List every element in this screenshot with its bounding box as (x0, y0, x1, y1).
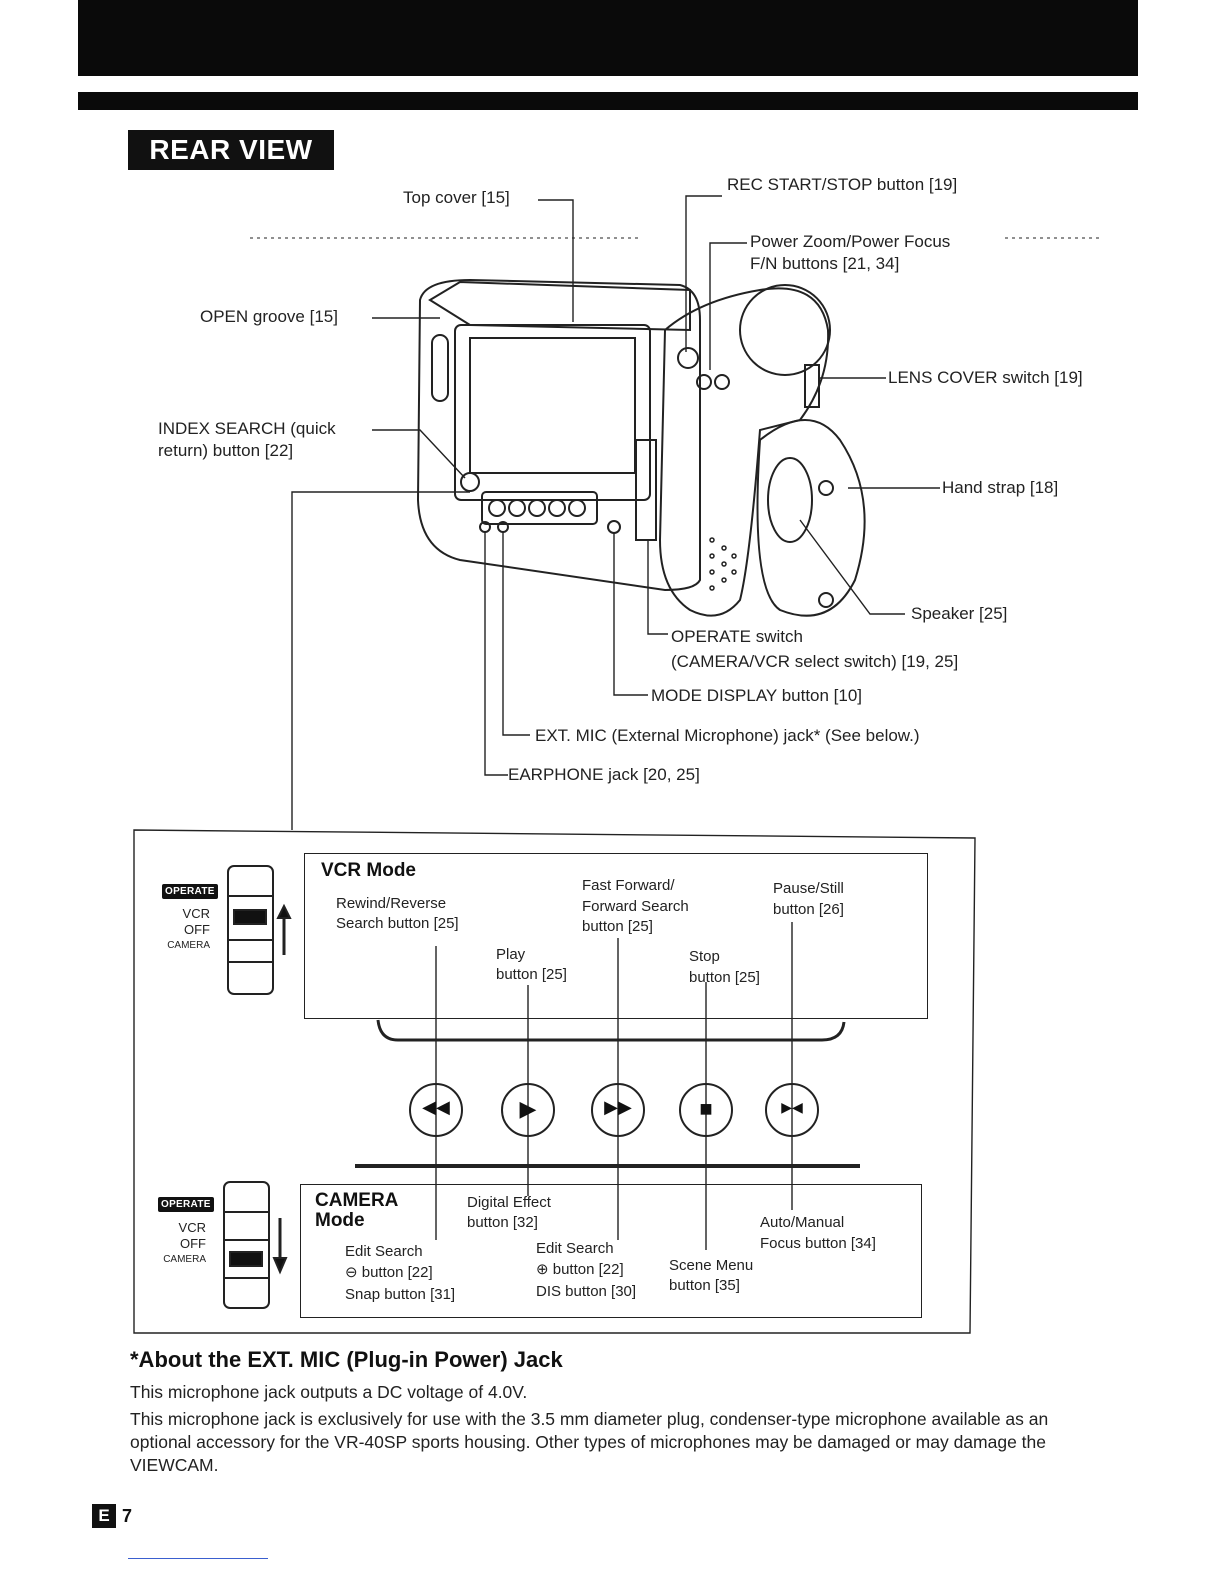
footer-rule (128, 1558, 268, 1559)
operate-switch-label: OPERATE switch (671, 627, 803, 646)
pause-icon[interactable]: ▶◀ (781, 1099, 803, 1115)
page-number: 7 (122, 1506, 133, 1526)
operate-badge-camera: OPERATE (158, 1197, 214, 1212)
pause-label: Pause/Still (773, 880, 844, 897)
rewind-label-2: Search button [25] (336, 915, 459, 932)
edit-search-minus-label-2: ⊖ button [22] (345, 1264, 433, 1281)
scene-menu-label-2: button [35] (669, 1277, 740, 1294)
ff-label-3: button [25] (582, 918, 653, 935)
language-badge: E (92, 1504, 116, 1528)
ext-mic-label: EXT. MIC (External Microphone) jack* (Se… (535, 726, 920, 745)
operate-badge: OPERATE (162, 884, 218, 899)
dis-label: DIS button [30] (536, 1283, 637, 1300)
rewind-icon[interactable]: ◀◀ (422, 1097, 450, 1117)
edit-search-minus-label: Edit Search (345, 1243, 423, 1260)
digital-effect-label: Digital Effect (467, 1194, 551, 1211)
operate-switch-label-2: (CAMERA/VCR select switch) [19, 25] (671, 652, 959, 671)
rewind-label: Rewind/Reverse (336, 895, 447, 912)
top-cover-label: Top cover [15] (403, 188, 510, 207)
ff-label-2: Forward Search (582, 898, 689, 915)
pause-label-2: button [26] (773, 901, 844, 918)
play-label: Play (496, 946, 526, 963)
edit-search-plus-label-2: ⊕ button [22] (536, 1261, 624, 1278)
about-paragraph-1: This microphone jack outputs a DC voltag… (130, 1382, 528, 1402)
speaker-label: Speaker [25] (911, 604, 1008, 623)
camera-mode-title-2: Mode (315, 1210, 365, 1231)
open-groove-label: OPEN groove [15] (200, 307, 338, 326)
edit-search-plus-label: Edit Search (536, 1240, 614, 1257)
switch-camera-label-2: CAMERA (163, 1254, 206, 1265)
header-band (78, 0, 1138, 76)
power-zoom-label: Power Zoom/Power Focus (750, 232, 951, 251)
stop-icon[interactable]: ■ (699, 1096, 713, 1121)
mode-display-label: MODE DISPLAY button [10] (651, 686, 863, 705)
earphone-label: EARPHONE jack [20, 25] (508, 765, 700, 784)
fast-forward-icon[interactable]: ▶▶ (604, 1097, 632, 1117)
rec-start-stop-label: REC START/STOP button [19] (727, 175, 958, 194)
power-zoom-label-2: F/N buttons [21, 34] (750, 254, 900, 273)
switch-vcr-label-2: VCR (178, 1220, 206, 1235)
index-search-label: INDEX SEARCH (quick (158, 419, 336, 438)
stop-label-2: button [25] (689, 969, 760, 986)
index-search-label-2: return) button [22] (158, 441, 294, 460)
camera-mode-title: CAMERA (315, 1190, 399, 1211)
auto-manual-label-2: Focus button [34] (760, 1235, 876, 1252)
switch-vcr-label: VCR (182, 906, 210, 921)
play-icon[interactable]: ▶ (519, 1096, 537, 1121)
auto-manual-label: Auto/Manual (760, 1214, 845, 1231)
switch-off-label: OFF (184, 922, 210, 937)
digital-effect-label-2: button [32] (467, 1214, 538, 1231)
section-title: REAR VIEW (128, 130, 334, 170)
lens-cover-label: LENS COVER switch [19] (888, 368, 1083, 387)
vcr-mode-box (304, 853, 928, 1019)
ff-label: Fast Forward/ (582, 877, 675, 894)
scene-menu-label: Scene Menu (669, 1257, 754, 1274)
about-paragraph-2: This microphone jack is exclusively for … (130, 1409, 1049, 1475)
stop-label: Stop (689, 948, 720, 965)
camera-mode-box (300, 1184, 922, 1318)
play-label-2: button [25] (496, 966, 567, 983)
switch-camera-label: CAMERA (167, 940, 210, 951)
about-heading: *About the EXT. MIC (Plug-in Power) Jack (130, 1347, 563, 1372)
hand-strap-label: Hand strap [18] (942, 478, 1059, 497)
vcr-mode-title: VCR Mode (321, 860, 416, 881)
header-rule (78, 92, 1138, 110)
switch-off-label-2: OFF (180, 1236, 206, 1251)
snap-label: Snap button [31] (345, 1286, 456, 1303)
